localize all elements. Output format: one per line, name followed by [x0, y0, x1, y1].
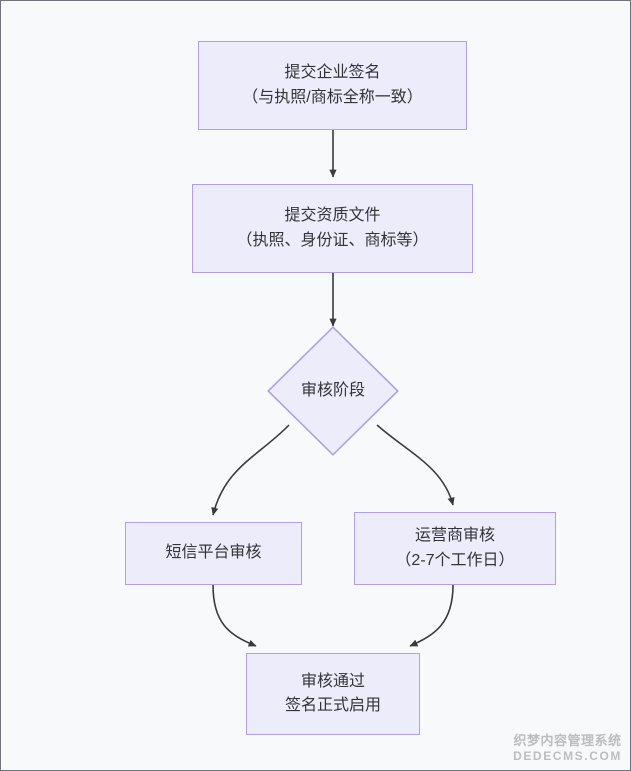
node-carrier-review[interactable]: 运营商审核 （2-7个工作日） [354, 512, 556, 585]
node-sms-platform-review-line-1: 短信平台审核 [165, 544, 262, 562]
node-carrier-review-line-2: （2-7个工作日） [395, 551, 515, 569]
node-approved-line-2: 签名正式启用 [284, 697, 381, 714]
node-approved-line-1: 审核通过 [300, 672, 365, 690]
watermark-latin: DEDECMS.COM [513, 749, 622, 763]
node-submit-signature-line-2: （与执照/商标全称一致） [242, 88, 423, 106]
node-review-stage[interactable]: 审核阶段 [267, 326, 399, 456]
node-submit-signature-line-1: 提交企业签名 [284, 64, 381, 82]
node-submit-documents-line-1: 提交资质文件 [284, 207, 381, 225]
edge-sms-platform-review-to-approved [212, 584, 257, 647]
edge-carrier-review-to-approved [409, 584, 454, 647]
node-sms-platform-review[interactable]: 短信平台审核 [125, 522, 302, 585]
node-approved[interactable]: 审核通过 签名正式启用 [246, 653, 420, 735]
node-submit-documents-line-2: （执照、身份证、商标等） [236, 231, 429, 249]
node-review-stage-label: 审核阶段 [300, 382, 365, 399]
watermark: 织梦内容管理系统 DEDECMS.COM [513, 733, 622, 764]
diamond-shape [267, 326, 399, 456]
node-submit-documents[interactable]: 提交资质文件 （执照、身份证、商标等） [192, 184, 473, 273]
watermark-chinese: 织梦内容管理系统 [513, 732, 622, 748]
node-submit-signature[interactable]: 提交企业签名 （与执照/商标全称一致） [198, 41, 467, 130]
node-carrier-review-line-1: 运营商审核 [414, 527, 495, 545]
